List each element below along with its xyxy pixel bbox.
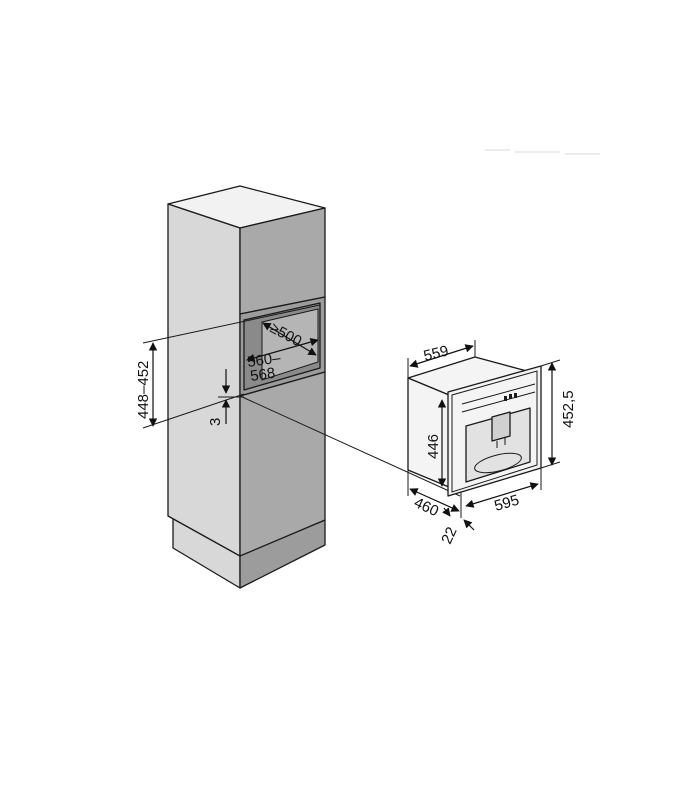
appliance-width-label: 559 [422,342,450,365]
depth-arrow [409,488,460,512]
appliance [407,356,542,497]
dispenser-spout [491,411,511,442]
cabinet-side-panel [167,203,241,557]
control-button [509,394,512,399]
height-ext-top [142,304,321,344]
appliance-front-edge [451,370,538,493]
appliance-width-arrow [409,344,474,368]
control-strip [461,383,536,405]
front-height-label: 452,5 [560,390,577,428]
front-depth-arrow-a [442,507,451,517]
control-button [514,393,517,398]
cabinet-lower-door [239,371,326,557]
front-depth-arrow-b [463,519,475,531]
leader-line [239,395,461,497]
control-button [504,396,507,401]
front-width-arrow [465,482,539,508]
control-strip-lower [461,391,536,413]
front-height-ext-top [540,359,561,367]
width-range-arrow [246,338,319,362]
front-height-ext-bottom [540,461,561,469]
gap-label: 3 [207,418,224,426]
control-buttons [504,393,517,401]
depth-label: 460 [411,494,441,520]
width-range-label-line2: 568 [249,365,276,385]
faint-background-marks [485,149,600,155]
width-range-label-line1: 560– [246,349,282,371]
body-height-label: 446 [425,434,442,459]
drip-tray [474,452,522,474]
tall-cabinet [167,185,326,589]
front-depth-label: 22 [438,524,460,546]
front-width-label: 595 [492,492,521,515]
height-range-label: 448–452 [135,361,152,419]
appliance-dimensions: 559 452,5 446 460 595 22 [407,340,577,547]
